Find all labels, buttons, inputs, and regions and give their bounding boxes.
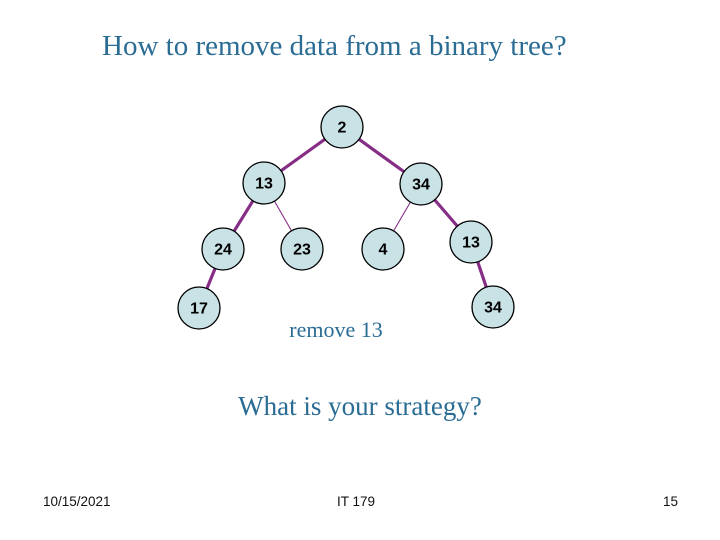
tree-node: 17 bbox=[177, 286, 221, 330]
tree-node: 34 bbox=[471, 285, 515, 329]
tree-node-label: 2 bbox=[338, 120, 347, 137]
tree-node: 13 bbox=[449, 220, 493, 264]
tree-node: 23 bbox=[280, 227, 324, 271]
tree-node-circle bbox=[177, 286, 221, 330]
tree-node-circle bbox=[320, 105, 364, 149]
tree-node-circle bbox=[471, 285, 515, 329]
tree-caption: remove 13 bbox=[289, 317, 383, 342]
tree-node-label: 34 bbox=[484, 300, 502, 317]
tree-node: 24 bbox=[201, 227, 245, 271]
tree-node-label: 23 bbox=[293, 242, 311, 259]
tree-node-label: 4 bbox=[379, 242, 388, 259]
tree-node-label: 34 bbox=[412, 177, 430, 194]
tree-node-label: 17 bbox=[190, 301, 208, 318]
footer-date: 10/15/2021 bbox=[43, 494, 111, 509]
strategy-question: What is your strategy? bbox=[238, 391, 482, 421]
tree-node-label: 13 bbox=[462, 235, 480, 252]
tree-node: 2 bbox=[320, 105, 364, 149]
tree-node-circle bbox=[280, 227, 324, 271]
footer-page-number: 15 bbox=[662, 494, 678, 509]
tree-node-circle bbox=[361, 227, 405, 271]
tree-node: 13 bbox=[242, 161, 286, 205]
tree-node-label: 13 bbox=[255, 176, 273, 193]
tree-node-label: 24 bbox=[214, 242, 232, 259]
tree-node: 34 bbox=[399, 162, 443, 206]
tree-node-circle bbox=[201, 227, 245, 271]
tree-node-circle bbox=[449, 220, 493, 264]
tree-node-circle bbox=[399, 162, 443, 206]
slide-title: How to remove data from a binary tree? bbox=[102, 30, 567, 62]
footer-course-label: IT 179 bbox=[336, 494, 376, 509]
tree-node: 4 bbox=[361, 227, 405, 271]
tree-node-circle bbox=[242, 161, 286, 205]
